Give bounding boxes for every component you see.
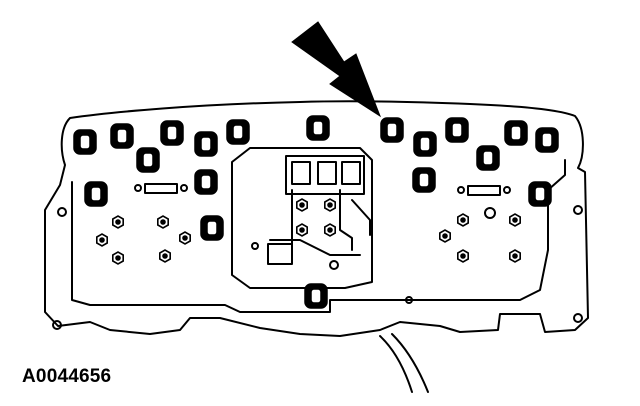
screw-terminal-icon [456,249,470,263]
screw-terminal-icon [112,251,124,265]
fuse-icon [457,185,511,196]
screw-terminal-icon [96,233,108,247]
screw-terminal-icon [157,215,169,229]
bulb-socket-icon [476,145,500,171]
screw-terminal-icon [508,249,522,263]
figure-id-label: A0044656 [22,366,112,387]
cable [379,333,429,393]
bulb-socket-icon [412,167,436,193]
screw-terminal-icon [295,223,309,237]
bulb-socket-icon [194,169,218,195]
mount-hole [573,313,583,323]
screw-terminal-icon [456,213,470,227]
bulb-socket-icon [200,215,224,241]
bulb-socket-icon [304,283,328,309]
bulb-socket-icon [136,147,160,173]
bulb-socket-icon [194,131,218,157]
mount-hole [251,242,259,250]
screw-terminal-icon [295,198,309,212]
screw-terminal-icon [508,213,522,227]
bulb-socket-icon [306,115,330,141]
mount-hole [484,207,496,219]
arrow-icon [291,21,382,118]
circuit-board-outline [44,100,589,337]
screw-terminal-icon [179,231,191,245]
screw-terminal-icon [112,215,124,229]
bulb-socket-icon [73,129,97,155]
mount-hole [52,320,62,330]
trace-lines [269,189,371,256]
bulb-socket-icon [160,120,184,146]
bulb-socket-icon [84,181,108,207]
bulb-socket-icon [535,127,559,153]
connector-pin-1 [291,161,311,185]
screw-terminal-icon [323,223,337,237]
mount-hole [57,207,67,217]
ic-chip [267,243,293,265]
mount-hole [329,260,339,270]
mount-hole [573,205,583,215]
fuse-icon [134,183,188,194]
bulb-socket-icon [110,123,134,149]
screw-terminal-icon [323,198,337,212]
bulb-socket-icon [504,120,528,146]
bulb-socket-icon [380,117,404,143]
connector-block [285,155,365,195]
connector-header [231,147,373,289]
connector-pin-2 [317,161,337,185]
screw-terminal-icon [159,249,171,263]
bulb-socket-icon [413,131,437,157]
connector-pin-3 [341,161,361,185]
mount-hole [405,296,413,304]
bulb-socket-icon [528,181,552,207]
screw-terminal-icon [438,229,452,243]
bulb-socket-icon [445,117,469,143]
bulb-socket-icon [226,119,250,145]
